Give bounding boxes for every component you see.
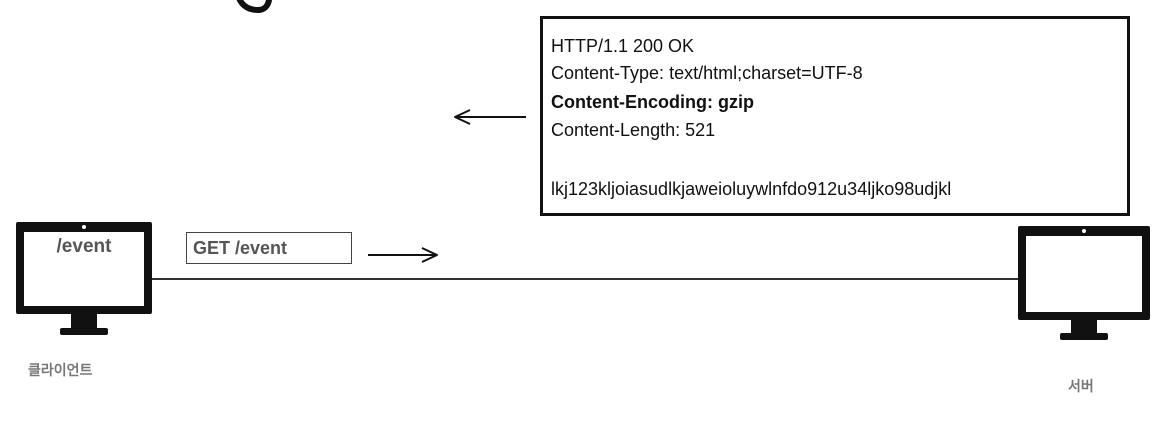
connection-line <box>152 278 1018 280</box>
client-monitor-camera <box>82 225 86 229</box>
server-label: 서버 <box>1068 378 1094 394</box>
response-content-length-header: Content-Length: 521 <box>551 120 716 140</box>
response-content-type-header: Content-Type: text/html;charset=UTF-8 <box>551 63 863 83</box>
response-box <box>540 16 1130 216</box>
clipped-top-fragment <box>236 0 272 14</box>
server-monitor-base <box>1060 333 1108 340</box>
arrow-left-icon <box>454 109 526 125</box>
response-status-line: HTTP/1.1 200 OK <box>551 36 695 56</box>
client-label: 클라이언트 <box>28 362 93 378</box>
client-monitor-screen <box>24 232 144 306</box>
response-content-encoding-header: Content-Encoding: gzip <box>551 92 754 112</box>
server-monitor-stand <box>1071 320 1097 336</box>
arrow-right-icon <box>368 247 438 263</box>
client-monitor-stand <box>71 314 97 330</box>
response-body: lkj123kljoiasudlkjaweioluywlnfdo912u34lj… <box>551 179 952 199</box>
client-screen-text: /event <box>56 236 112 257</box>
request-box <box>186 232 352 264</box>
server-monitor-camera <box>1082 229 1086 233</box>
request-text: GET /event <box>193 238 288 258</box>
server-monitor-screen <box>1026 236 1142 312</box>
client-monitor-base <box>60 328 108 335</box>
